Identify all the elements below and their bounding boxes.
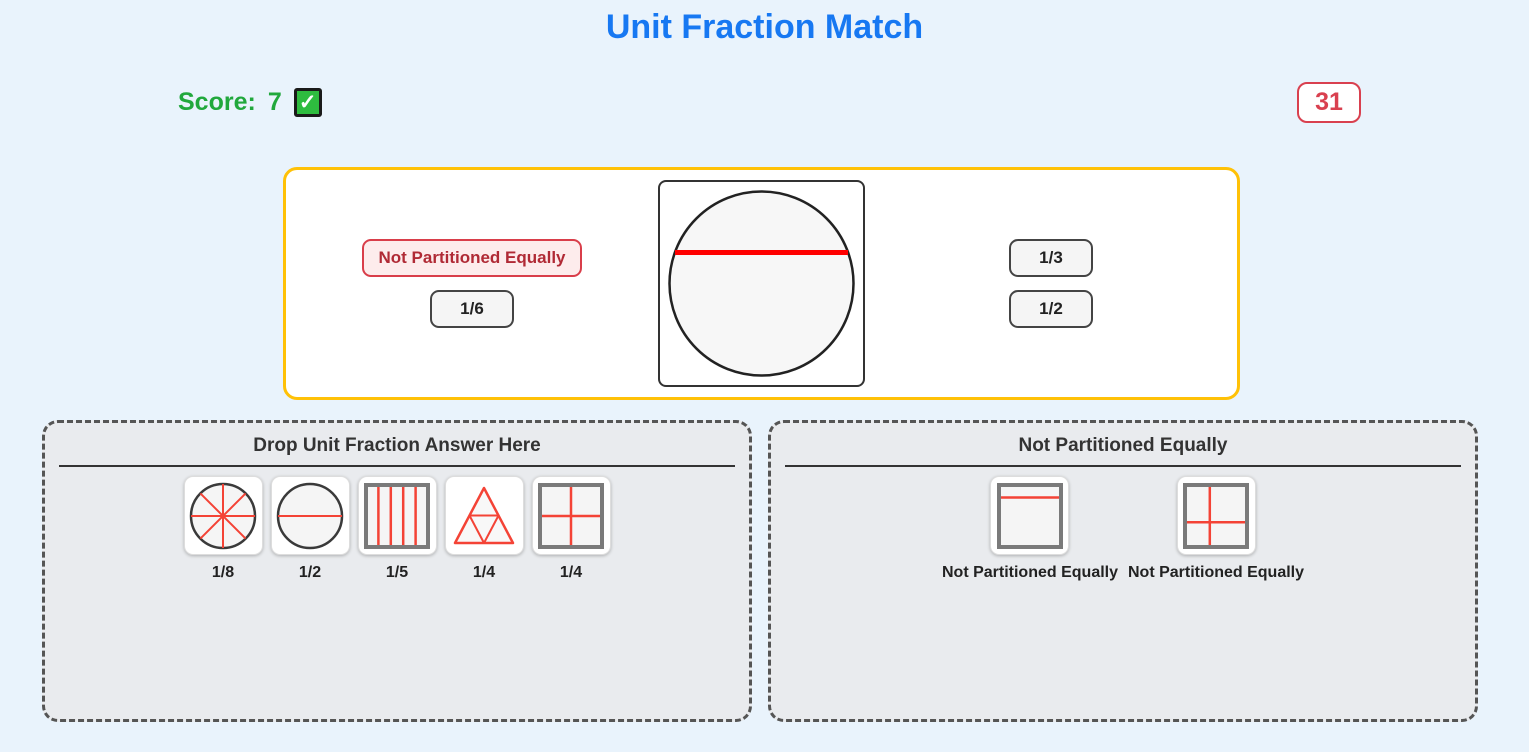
tile-square-5-columns[interactable] — [357, 476, 437, 555]
tile-group-1-8: 1/8 — [183, 476, 263, 582]
fraction-tiles-row: 1/8 1/2 — [45, 476, 749, 582]
unit-fraction-drop-zone-heading: Drop Unit Fraction Answer Here — [253, 435, 541, 456]
tile-square-off-center-cross[interactable] — [1176, 476, 1256, 555]
not-partitioned-drop-zone-heading: Not Partitioned Equally — [1018, 435, 1228, 456]
question-shape-box[interactable] — [658, 180, 865, 387]
not-partitioned-tiles-row: Not Partitioned Equally Not Partitioned … — [771, 476, 1475, 582]
fraction-option-1-6-button[interactable]: 1/6 — [430, 290, 514, 328]
tile-group-1-5: 1/5 — [357, 476, 437, 582]
circle-off-center-chord-icon — [668, 190, 855, 377]
circle-2-halves-icon — [276, 482, 344, 549]
tile-square-unequal-horizontal[interactable] — [990, 476, 1070, 555]
triangle-4-parts-icon — [453, 486, 515, 544]
not-partitioned-drop-zone[interactable]: Not Partitioned Equally Not Partitioned … — [768, 420, 1478, 722]
right-option-column: 1/3 1/2 — [865, 239, 1237, 328]
fraction-option-1-2-button[interactable]: 1/2 — [1009, 290, 1093, 328]
score-value: 7 — [267, 88, 282, 116]
tile-group-unequal-horizontal: Not Partitioned Equally — [942, 476, 1118, 582]
left-option-column: Not Partitioned Equally 1/6 — [286, 239, 658, 328]
tile-group-1-4-square: 1/4 — [531, 476, 611, 582]
tile-group-1-4-triangle: 1/4 — [444, 476, 524, 582]
tile-triangle-4-parts[interactable] — [444, 476, 524, 555]
tile-group-off-center-cross: Not Partitioned Equally — [1128, 476, 1304, 582]
fraction-option-1-3-button[interactable]: 1/3 — [1009, 239, 1093, 277]
tile-group-1-2: 1/2 — [270, 476, 350, 582]
tile-label: Not Partitioned Equally — [941, 564, 1118, 581]
score-display: Score: 7 ✓ — [178, 88, 322, 117]
tile-label: 1/5 — [385, 564, 409, 581]
timer-badge: 31 — [1297, 82, 1361, 123]
tile-label: 1/4 — [472, 564, 496, 581]
page-title: Unit Fraction Match — [605, 8, 924, 46]
tile-circle-8-slices[interactable] — [183, 476, 263, 555]
not-partitioned-equally-button[interactable]: Not Partitioned Equally — [362, 239, 582, 277]
question-card: Not Partitioned Equally 1/6 1/3 1/2 — [283, 167, 1240, 400]
score-label: Score: — [178, 88, 256, 116]
tile-square-4-quarters[interactable] — [531, 476, 611, 555]
tile-label: Not Partitioned Equally — [1128, 564, 1305, 581]
square-off-center-cross-icon — [1183, 482, 1249, 549]
unit-fraction-drop-zone[interactable]: Drop Unit Fraction Answer Here 1/8 — [42, 420, 752, 722]
panel-divider — [59, 465, 735, 467]
square-5-columns-icon — [364, 482, 430, 549]
tile-circle-2-halves[interactable] — [270, 476, 350, 555]
circle-8-slices-icon — [189, 482, 257, 549]
tile-label: 1/8 — [211, 564, 235, 581]
panel-divider — [785, 465, 1461, 467]
tile-label: 1/4 — [559, 564, 583, 581]
square-unequal-horizontal-line-icon — [996, 482, 1063, 549]
tile-label: 1/2 — [298, 564, 322, 581]
checkmark-icon: ✓ — [293, 88, 322, 117]
square-4-quarters-icon — [538, 482, 604, 549]
